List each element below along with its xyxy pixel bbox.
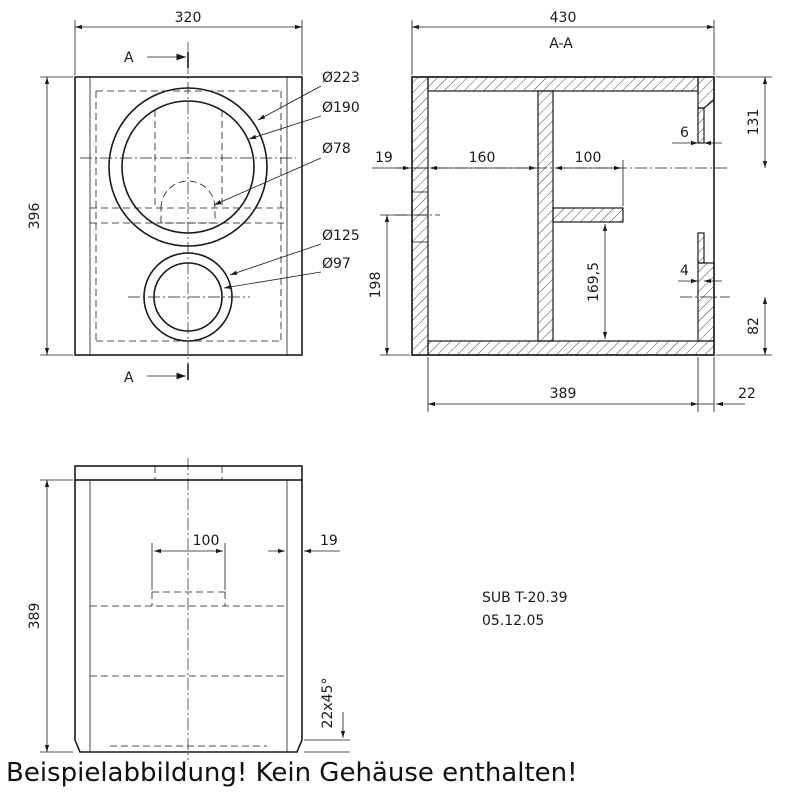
dim-d78: Ø78: [322, 141, 351, 157]
section-marker-bottom: A: [124, 370, 134, 386]
dim-6: 6: [680, 125, 689, 141]
dim-d190: Ø190: [322, 100, 360, 116]
port-inner-circle: [153, 262, 223, 332]
dim-d223: Ø223: [322, 70, 360, 86]
dim-d125: Ø125: [322, 228, 360, 244]
dim-19-bottom: 19: [320, 533, 338, 549]
section-marker-top: A: [124, 50, 134, 66]
date-label: 05.12.05: [482, 613, 544, 629]
dim-19-wall: 19: [375, 150, 393, 166]
model-label: SUB T-20.39: [482, 590, 568, 606]
title-block: SUB T-20.39 05.12.05: [482, 590, 568, 629]
dim-100-section: 100: [575, 150, 602, 166]
dim-d97: Ø97: [322, 256, 351, 272]
dim-396: 396: [27, 203, 43, 230]
dim-82: 82: [746, 317, 762, 335]
driver-cutout-circle: [121, 100, 255, 234]
dim-131: 131: [746, 109, 762, 136]
driver-frame-circle: [108, 87, 268, 247]
dim-430: 430: [550, 10, 577, 26]
disclaimer-text: Beispielabbildung! Kein Gehäuse enthalte…: [6, 758, 578, 788]
dim-198: 198: [368, 272, 384, 299]
dim-4: 4: [680, 263, 689, 279]
section-title: A-A: [549, 36, 573, 52]
dim-320: 320: [175, 10, 202, 26]
dim-169-5: 169,5: [586, 262, 602, 302]
dim-100-bottom: 100: [193, 533, 220, 549]
dim-160: 160: [469, 150, 496, 166]
dim-389-bottom: 389: [27, 603, 43, 630]
small-hole-hidden: [160, 180, 216, 224]
section-view: A-A 430 19 160 100 131 6 198 169,5: [368, 10, 772, 412]
dim-22: 22: [738, 386, 756, 402]
bottom-view: 100 19 389 22x45°: [27, 458, 350, 760]
dim-389-section: 389: [550, 386, 577, 402]
port-outer-circle: [143, 252, 233, 342]
front-view: 320 396 A A Ø223 Ø190 Ø78 Ø125 Ø97: [27, 10, 360, 386]
dim-chamfer: 22x45°: [320, 678, 336, 729]
